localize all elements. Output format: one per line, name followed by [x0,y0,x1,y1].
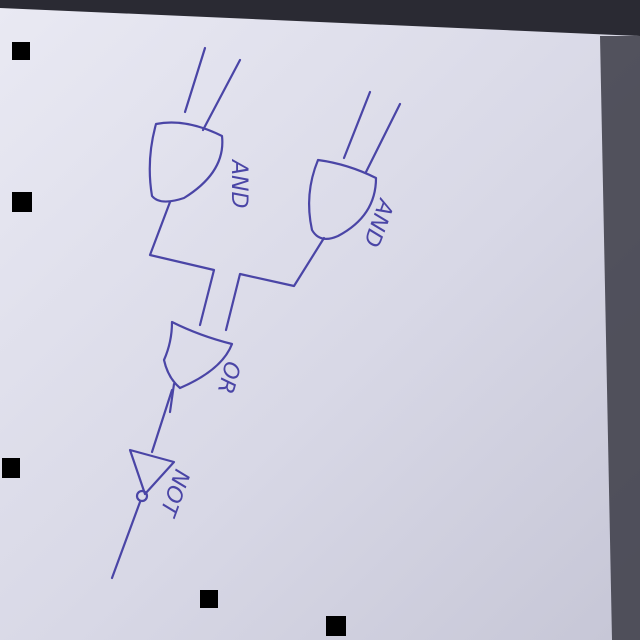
and-gate-2 [308,90,402,241]
paper-sheet [0,8,640,640]
corner-marker [326,616,346,636]
corner-marker [12,192,32,212]
and-gate-1 [148,46,242,203]
output-wire [110,500,142,580]
corner-marker [2,458,20,478]
wires-to-or [148,200,326,332]
wire-or-to-not [150,388,174,454]
corner-marker [200,590,218,608]
not-gate [128,448,176,503]
and-label-1: AND [226,158,251,208]
corner-marker [12,42,30,60]
paper-shadow [600,36,640,640]
or-gate [162,320,234,414]
